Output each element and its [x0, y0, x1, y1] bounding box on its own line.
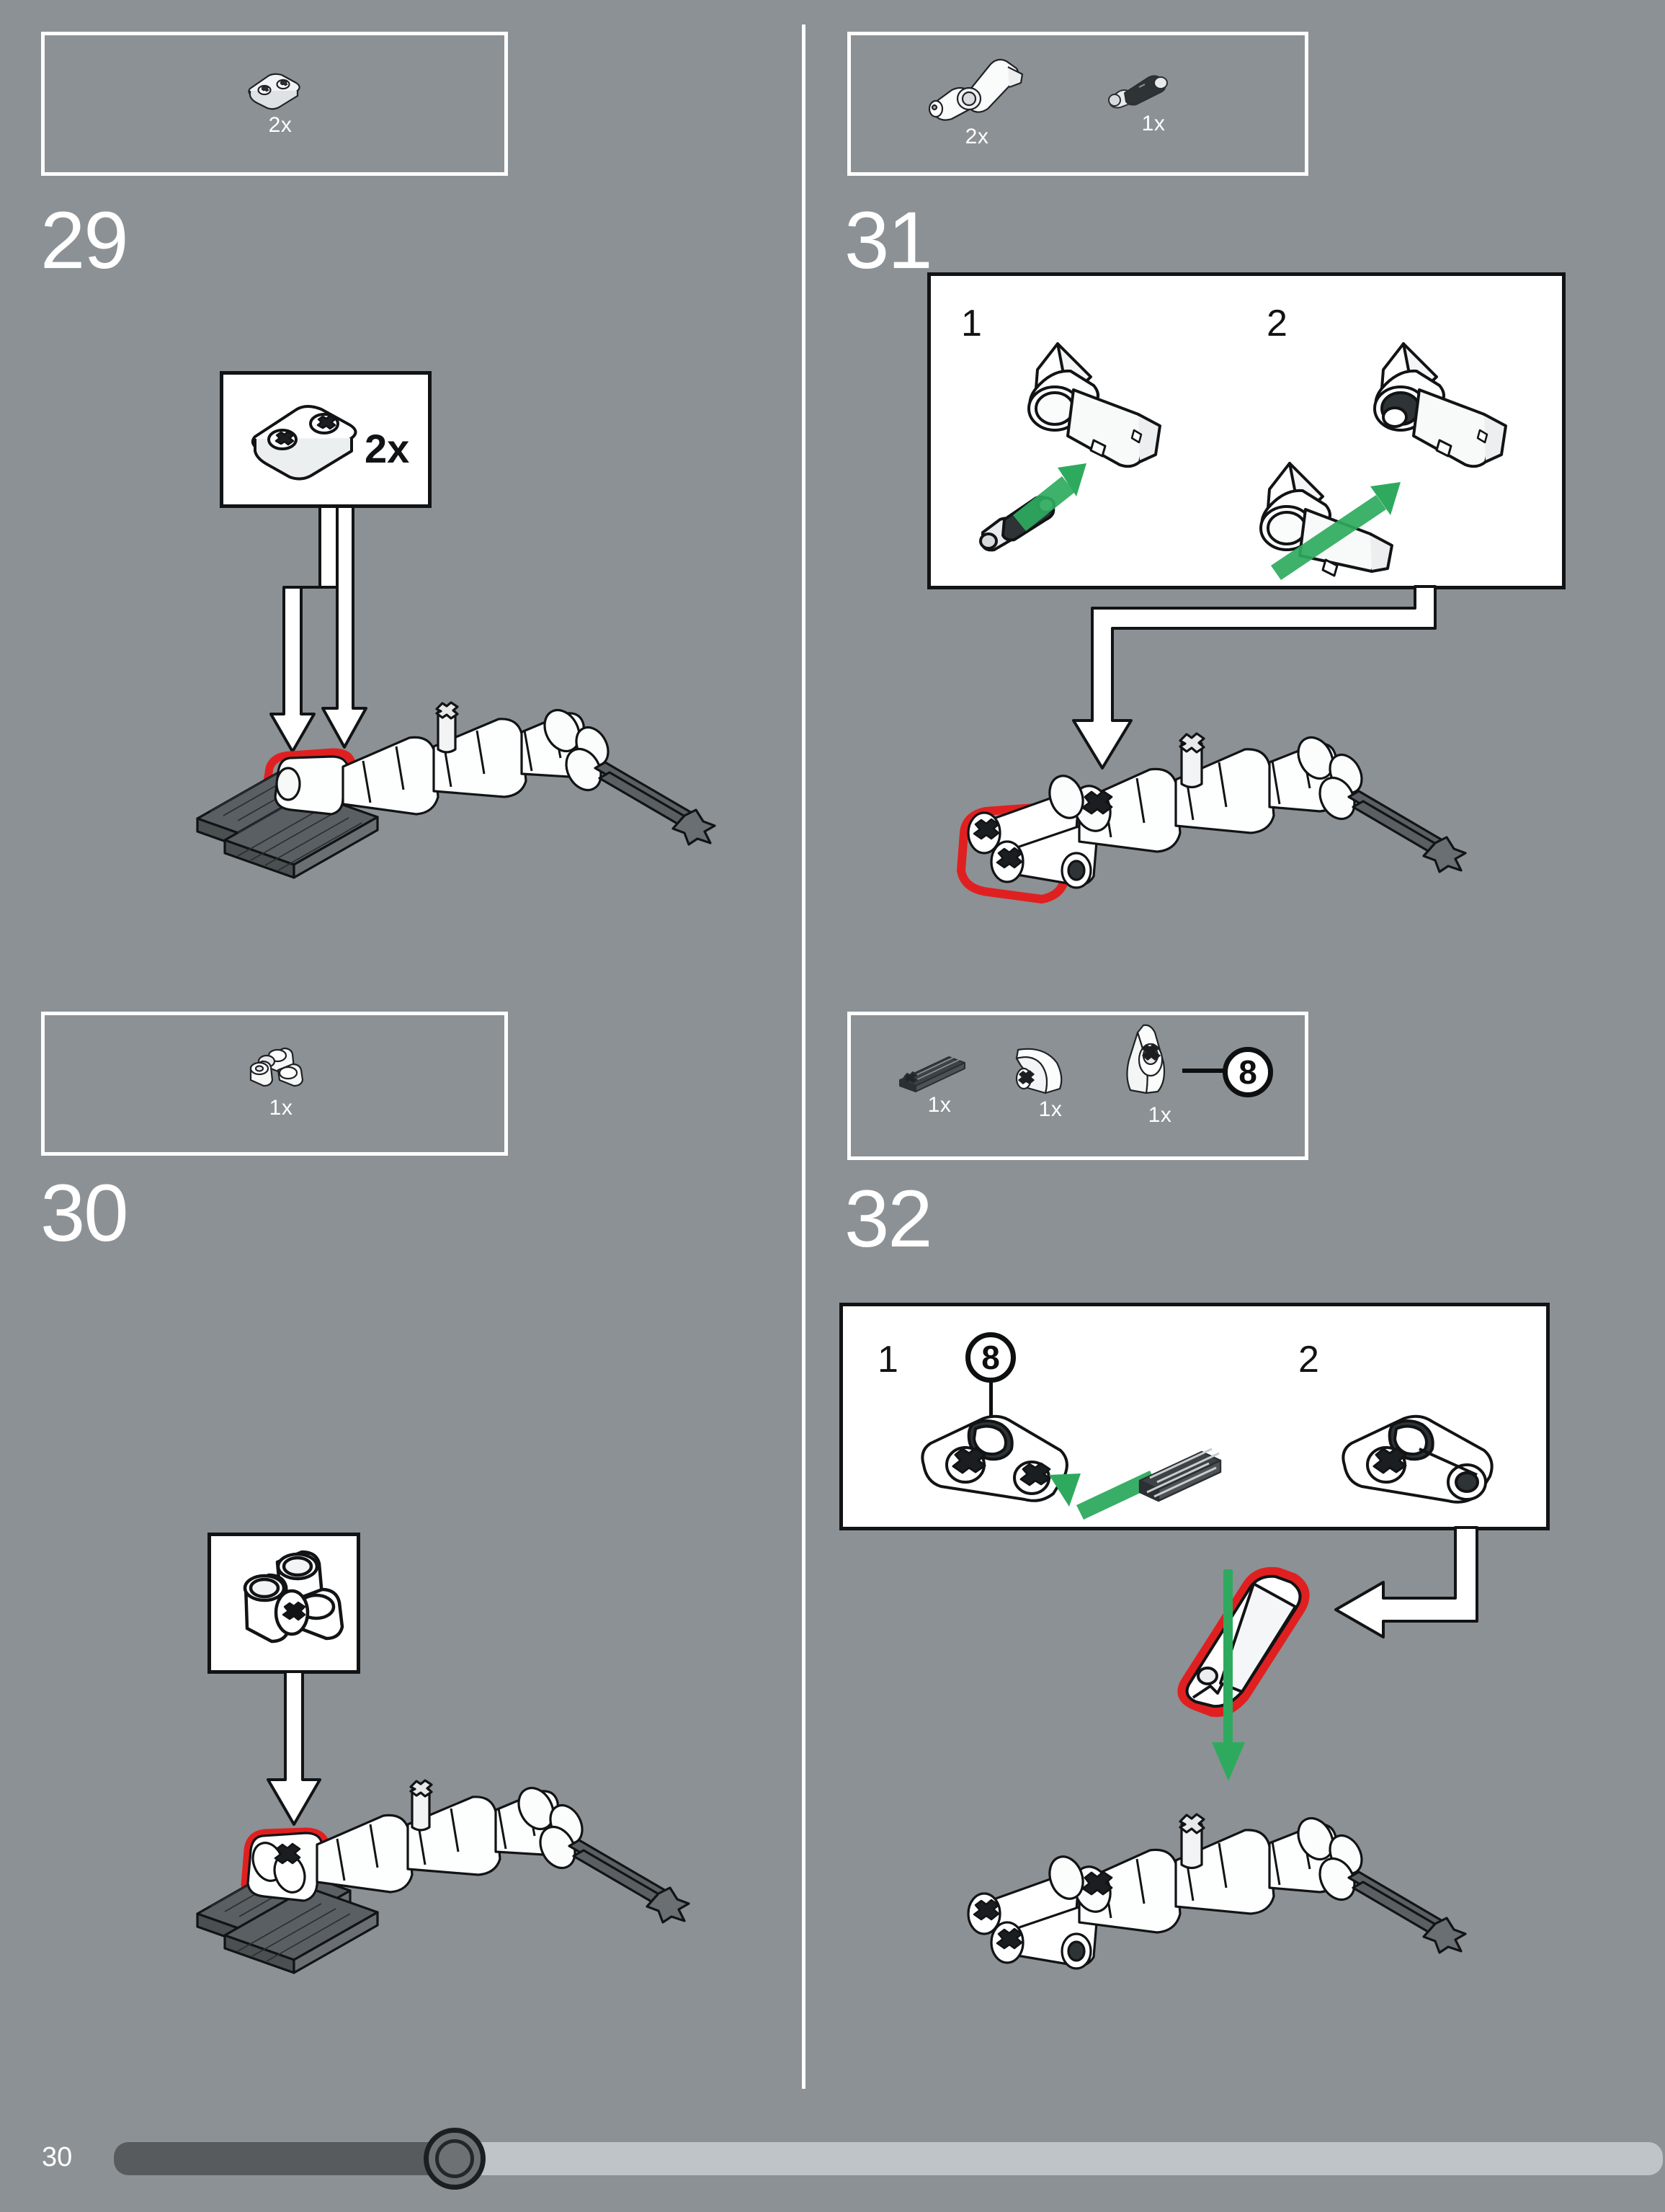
detail-panel-32: 1 2 8: [839, 1303, 1550, 1530]
parts-bin-32-item-2: 1x: [1113, 1022, 1207, 1126]
technic-double-pin-connector-icon: [243, 1550, 344, 1644]
parts-bin-30: 1x: [41, 1012, 508, 1156]
technic-angle-connector-icon: [928, 58, 1024, 121]
technic-axle-pin-black-icon: [1108, 75, 1168, 109]
parts-bin-31: 2x 1x: [847, 32, 1308, 176]
parts-bin-29-item-0: 2x: [237, 67, 323, 136]
parts-bin-31-qty-1: 1x: [1141, 112, 1166, 135]
parts-bin-32-qty-1: 1x: [1038, 1097, 1063, 1121]
parts-bin-29-qty-0: 2x: [268, 113, 293, 137]
parts-bin-32-item-0: 1x: [893, 1051, 986, 1116]
callout-29: 2x: [220, 371, 432, 508]
detail-panel-31-substep-1-graphic: [979, 342, 1161, 552]
detail-panel-31-substep-2-graphic: [1259, 342, 1507, 580]
detail-panel-31-substep-1-label: 1: [961, 303, 982, 344]
parts-bin-32-item-1: 1x: [1004, 1041, 1097, 1120]
progress-bar-track[interactable]: [114, 2142, 1663, 2175]
nose-cone-panel-icon: [1126, 1024, 1166, 1094]
callout-30: [207, 1533, 360, 1674]
assembly-part-32-nose-wedge: [1177, 1566, 1310, 1781]
column-divider: [802, 24, 805, 2089]
detail-panel-32-substep-1-graphic: [921, 1414, 1222, 1520]
technic-beam-2l-liftarm-icon: [248, 73, 300, 110]
progress-bar-knob[interactable]: [424, 2128, 486, 2190]
technic-beam-2l-liftarm-icon: [251, 405, 357, 481]
detail-panel-31-substep-2-label: 2: [1267, 303, 1287, 344]
curved-slope-panel-icon: [1015, 1048, 1063, 1094]
detail-panel-32-badge-lead: [989, 1378, 993, 1422]
step-number-29: 29: [40, 195, 129, 285]
assembly-model-32: [967, 1813, 1467, 1970]
assembly-model-31: [957, 732, 1467, 904]
step-number-32: 32: [844, 1174, 933, 1264]
parts-bin-32-badge-8: 8: [1223, 1047, 1273, 1097]
step-number-31: 31: [844, 195, 933, 285]
callout-29-qty: 2x: [365, 426, 410, 471]
step-number-30: 30: [40, 1168, 129, 1258]
detail-panel-31-lead-arrow: [1072, 585, 1437, 770]
parts-bin-32-qty-0: 1x: [927, 1093, 952, 1117]
parts-bin-30-item-0: 1x: [238, 1044, 324, 1119]
parts-bin-31-qty-0: 2x: [965, 125, 989, 148]
detail-panel-32-substep-1-label: 1: [878, 1339, 898, 1381]
parts-bin-32-qty-2: 1x: [1148, 1103, 1172, 1127]
parts-bin-32: 1x 1x: [847, 1012, 1308, 1160]
detail-panel-32-lead-arrow: [1334, 1526, 1478, 1638]
detail-panel-31: 1 2: [927, 272, 1566, 589]
page-number: 30: [42, 2142, 73, 2172]
technic-double-pin-connector-icon: [249, 1047, 304, 1087]
assembly-model-29: [196, 701, 716, 879]
parts-bin-30-qty-0: 1x: [269, 1096, 293, 1120]
parts-bin-31-item-0: 2x: [923, 54, 1031, 148]
assembly-model-30: [196, 1779, 690, 1974]
parts-bin-31-item-1: 1x: [1103, 67, 1204, 135]
parts-bin-29: 2x: [41, 32, 508, 176]
progress-bar-fill: [114, 2142, 455, 2175]
technic-axle-3l-dark-icon: [899, 1056, 965, 1092]
callout-30-lead-arrow: [267, 1670, 321, 1826]
detail-panel-32-substep-2-graphic: [1342, 1414, 1494, 1504]
parts-bin-32-badge-lead: [1182, 1069, 1230, 1073]
detail-panel-32-badge-8: 8: [965, 1332, 1016, 1383]
detail-panel-32-substep-2-label: 2: [1298, 1339, 1319, 1381]
callout-29-lead-arrows: [269, 505, 367, 753]
